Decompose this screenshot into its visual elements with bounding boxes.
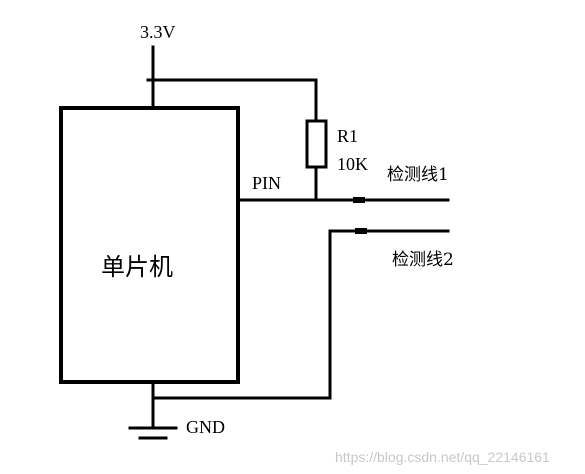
ground-label: GND <box>186 417 225 437</box>
resistor-value: 10K <box>337 154 368 174</box>
line2-label: 检测线2 <box>392 250 454 270</box>
line2-contact-tip <box>355 228 367 234</box>
mcu-block <box>59 106 240 384</box>
line1-label: 检测线1 <box>387 165 449 185</box>
watermark-text: https://blog.csdn.net/qq_22146161 <box>335 449 550 465</box>
line1-contact-tip <box>353 197 365 203</box>
resistor-name: R1 <box>337 126 358 146</box>
resistor-symbol <box>305 119 328 169</box>
mcu-label: 单片机 <box>101 253 173 281</box>
pin-label: PIN <box>252 173 281 193</box>
supply-label: 3.3V <box>140 22 176 42</box>
